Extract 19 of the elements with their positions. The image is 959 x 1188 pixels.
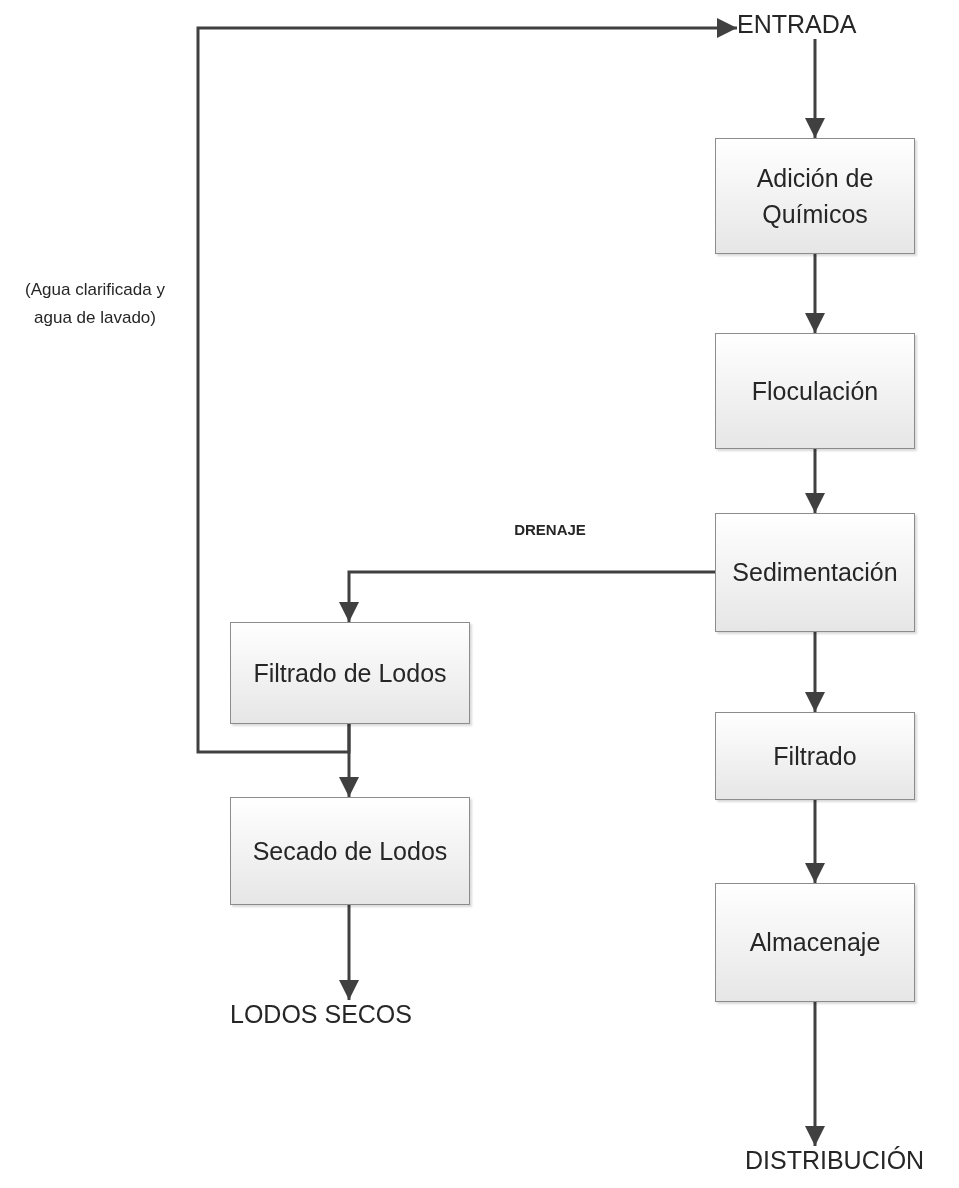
arrow	[339, 905, 359, 1000]
flow-terminal-label: DISTRIBUCIÓN	[745, 1146, 925, 1175]
arrow	[805, 39, 825, 138]
process-box: Almacenaje	[715, 883, 915, 1002]
arrow	[339, 570, 715, 622]
arrow	[805, 632, 825, 712]
flow-terminal-label: ENTRADA	[737, 10, 857, 39]
process-box: Filtrado	[715, 712, 915, 800]
flow-terminal-label: LODOS SECOS	[230, 1000, 412, 1029]
arrow	[805, 254, 825, 333]
process-box: Adición de Químicos	[715, 138, 915, 254]
process-box: Floculación	[715, 333, 915, 449]
process-box: Sedimentación	[715, 513, 915, 632]
process-box: Secado de Lodos	[230, 797, 470, 905]
arrow	[805, 449, 825, 513]
arrow	[805, 800, 825, 883]
arrow	[196, 18, 737, 754]
arrow	[805, 1002, 825, 1146]
process-box: Filtrado de Lodos	[230, 622, 470, 724]
